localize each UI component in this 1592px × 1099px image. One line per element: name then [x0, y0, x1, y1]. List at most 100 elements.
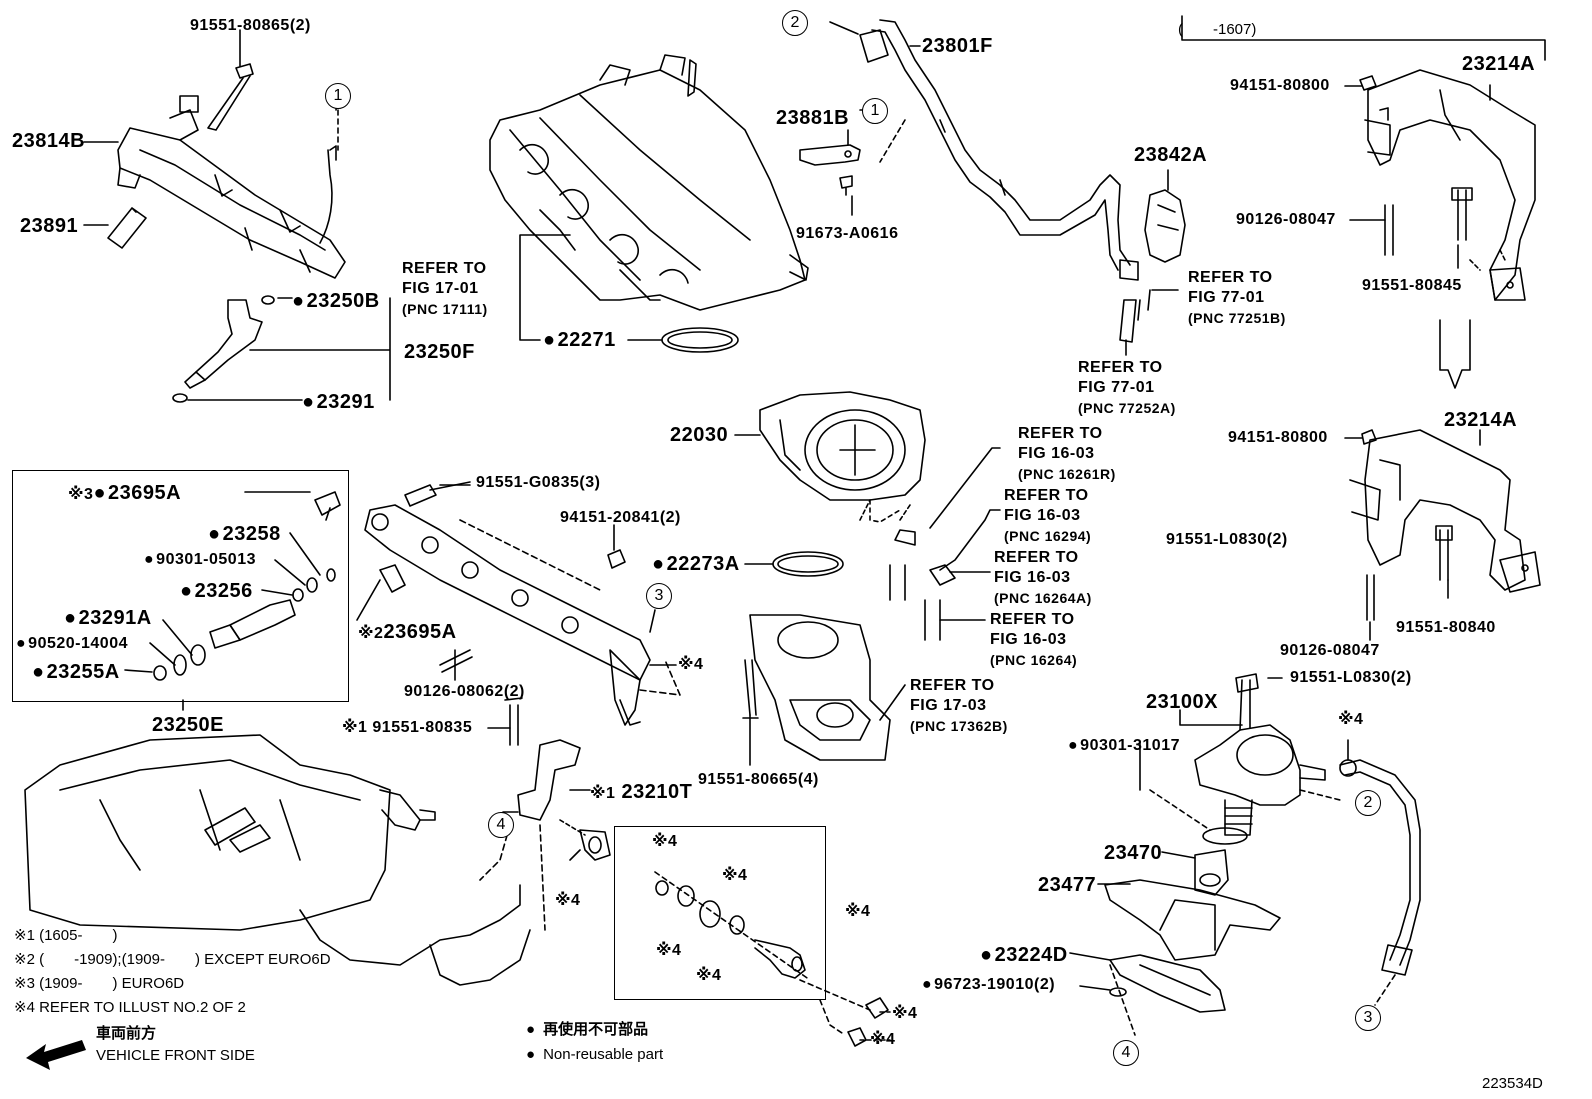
- bolt-g0835-art: [404, 481, 471, 507]
- part-label-90126-08047-top: 90126-08047: [1236, 211, 1336, 228]
- refer-fig-16-03-a: REFER TO FIG 16-03 (PNC 16261R): [1018, 424, 1116, 484]
- refer-16-03-c-line3: (PNC 16264A): [994, 590, 1092, 606]
- part-label-91551-80840: 91551-80840: [1396, 619, 1496, 636]
- mark-4-e: ※4: [722, 867, 748, 884]
- stud-art: [439, 649, 473, 673]
- intake-pipe-art: [742, 614, 891, 761]
- mark-4-c: ※4: [555, 892, 581, 909]
- bolt-91673-art: [839, 175, 853, 196]
- mark-3: ※3: [68, 486, 94, 503]
- callout-4-left: 4: [488, 812, 514, 838]
- part-23210t-text: 23210T: [621, 781, 693, 803]
- refer-17-01-line2: FIG 17-01: [402, 280, 479, 297]
- mark-1: ※1: [342, 719, 368, 736]
- sensor-23842a-art: [1144, 189, 1186, 263]
- refer-16-03-b-line3: (PNC 16294): [1004, 528, 1092, 544]
- mark-4-b: ※4: [1338, 711, 1364, 728]
- sleeve-art: [107, 207, 147, 249]
- part-label-23291: 23291: [302, 392, 375, 412]
- nonreusable-jp-text: 再使用不可部品: [543, 1021, 649, 1038]
- part-label-91551-80835: ※1 91551-80835: [342, 720, 472, 736]
- callout-2-right: 2: [1355, 790, 1381, 816]
- part-91551-80835-text: 91551-80835: [372, 719, 473, 736]
- part-label-91673-a0616: 91673-A0616: [796, 225, 899, 242]
- part-label-23291a: 23291A: [64, 608, 152, 628]
- seal-kit-box: [614, 826, 826, 1000]
- part-label-22273a: 22273A: [652, 554, 740, 574]
- callout-1-top-left: 1: [325, 83, 351, 109]
- part-label-94151-80800-bottom: 94151-80800: [1228, 429, 1328, 446]
- fuel-pipe-art: [859, 19, 1151, 343]
- nonreusable-jp: ● 再使用不可部品: [526, 1022, 648, 1037]
- vehicle-front-jp: 車両前方: [96, 1025, 157, 1042]
- refer-fig-16-03-d: REFER TO FIG 16-03 (PNC 16264): [990, 610, 1077, 670]
- refer-fig-17-03: REFER TO FIG 17-03 (PNC 17362B): [910, 676, 1008, 736]
- part-label-94151-20841: 94151-20841(2): [560, 509, 681, 526]
- nonreusable-en: ●Non-reusable part: [526, 1047, 663, 1062]
- refer-fig-16-03-c: REFER TO FIG 16-03 (PNC 16264A): [994, 548, 1092, 608]
- engine-block-art: [24, 734, 531, 986]
- gasket-23224d-art: [1109, 954, 1226, 1036]
- fuel-delivery-pipe-art: [117, 95, 346, 279]
- refer-fig-77-01-a: REFER TO FIG 77-01 (PNC 77251B): [1188, 268, 1286, 328]
- bracket-23210t-art: [504, 697, 611, 931]
- fuel-injector-art: [172, 295, 275, 403]
- mark-4-j: ※4: [870, 1031, 896, 1048]
- arrow-down-art: [1439, 319, 1471, 389]
- part-label-23881b: 23881B: [776, 107, 850, 129]
- part-label-91551-l0830-b: 91551-L0830(2): [1290, 669, 1412, 686]
- refer-16-03-c-line2: FIG 16-03: [994, 569, 1071, 586]
- bullet-icon: ●: [526, 1021, 536, 1038]
- refer-fig-77-01-b: REFER TO FIG 77-01 (PNC 77252A): [1078, 358, 1176, 418]
- footnote-3: ※3 (1909- ) EURO6D: [14, 975, 185, 992]
- part-label-23250b: 23250B: [292, 291, 380, 311]
- refer-16-03-a-line1: REFER TO: [1018, 425, 1103, 442]
- part-label-23250f: 23250F: [404, 341, 475, 363]
- diagram-id: 223534D: [1482, 1075, 1543, 1092]
- refer-16-03-a-line3: (PNC 16261R): [1018, 466, 1116, 482]
- footnote-4: ※4 REFER TO ILLUST NO.2 OF 2: [14, 999, 246, 1016]
- oring-small-art: [1109, 987, 1127, 997]
- leader-lines: [83, 15, 1546, 1041]
- refer-fig-16-03-b: REFER TO FIG 16-03 (PNC 16294): [1004, 486, 1091, 546]
- part-23695a-b-text: 23695A: [383, 621, 457, 643]
- refer-16-03-c-line1: REFER TO: [994, 549, 1079, 566]
- part-label-23842a: 23842A: [1134, 144, 1208, 166]
- mark-4-h: ※4: [696, 967, 722, 984]
- part-label-90301-05013: 90301-05013: [144, 552, 256, 568]
- part-label-94151-80800-top: 94151-80800: [1230, 77, 1330, 94]
- throttle-body-art: [759, 391, 926, 523]
- callout-1-top: 1: [862, 98, 888, 124]
- refer-77-01-b-line1: REFER TO: [1078, 359, 1163, 376]
- part-label-90301-31017: 90301-31017: [1068, 738, 1180, 754]
- part-label-91551-l0830-a: 91551-L0830(2): [1166, 531, 1288, 548]
- part-23695a-a-text: 23695A: [93, 482, 181, 504]
- mark-2: ※2: [358, 625, 384, 642]
- refer-16-03-a-line2: FIG 16-03: [1018, 445, 1095, 462]
- mark-4-d: ※4: [652, 833, 678, 850]
- oring-art: [1202, 827, 1248, 845]
- nut-art: [607, 549, 626, 569]
- part-label-23801f: 23801F: [922, 35, 993, 57]
- refer-17-01-line3: (PNC 17111): [402, 301, 488, 317]
- intake-manifold-art: [489, 54, 809, 311]
- mark-1b: ※1: [590, 785, 616, 802]
- pump-bracket-bottom-art: [1349, 429, 1541, 621]
- part-label-23100x: 23100X: [1146, 691, 1218, 713]
- refer-16-03-d-line2: FIG 16-03: [990, 631, 1067, 648]
- mark-4-g: ※4: [656, 942, 682, 959]
- part-label-23695a-a: ※323695A: [68, 482, 181, 504]
- pump-lifter-art: [1194, 849, 1229, 896]
- part-label-23250e: 23250E: [152, 714, 224, 736]
- part-label-90126-08062: 90126-08062(2): [404, 683, 525, 700]
- refer-77-01-a-line3: (PNC 77251B): [1188, 310, 1286, 326]
- refer-77-01-a-line1: REFER TO: [1188, 269, 1273, 286]
- part-label-23224d: 23224D: [980, 945, 1068, 965]
- part-label-23255a: 23255A: [32, 662, 120, 682]
- refer-17-03-line3: (PNC 17362B): [910, 718, 1008, 734]
- refer-17-01-line1: REFER TO: [402, 260, 487, 277]
- pump-bracket-top-art: [1359, 69, 1536, 301]
- callout-2-top: 2: [782, 10, 808, 36]
- high-pressure-pump-art: [1149, 673, 1341, 836]
- injector-kit-box: [12, 470, 349, 702]
